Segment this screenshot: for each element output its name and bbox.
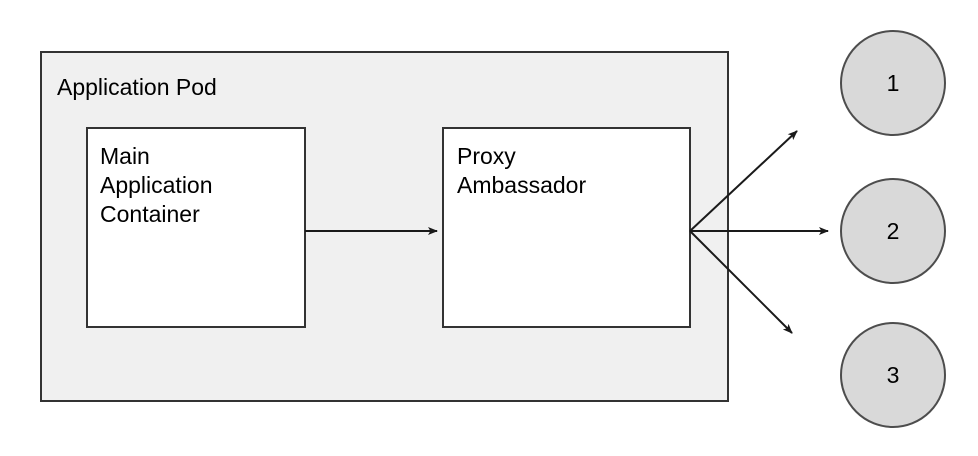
- endpoint-1-label: 1: [886, 70, 900, 96]
- endpoint-3-label: 3: [886, 362, 900, 388]
- connector-proxy-to-endpoint-3: [689, 230, 793, 334]
- endpoint-2-label: 2: [886, 218, 900, 244]
- endpoint-circle-2: [840, 178, 946, 284]
- connector-proxy-to-endpoint-1: [689, 130, 798, 232]
- proxy-ambassador-box: [442, 127, 691, 328]
- main-application-container-box: [86, 127, 306, 328]
- endpoint-circle-1: [840, 30, 946, 136]
- endpoint-circle-3: [840, 322, 946, 428]
